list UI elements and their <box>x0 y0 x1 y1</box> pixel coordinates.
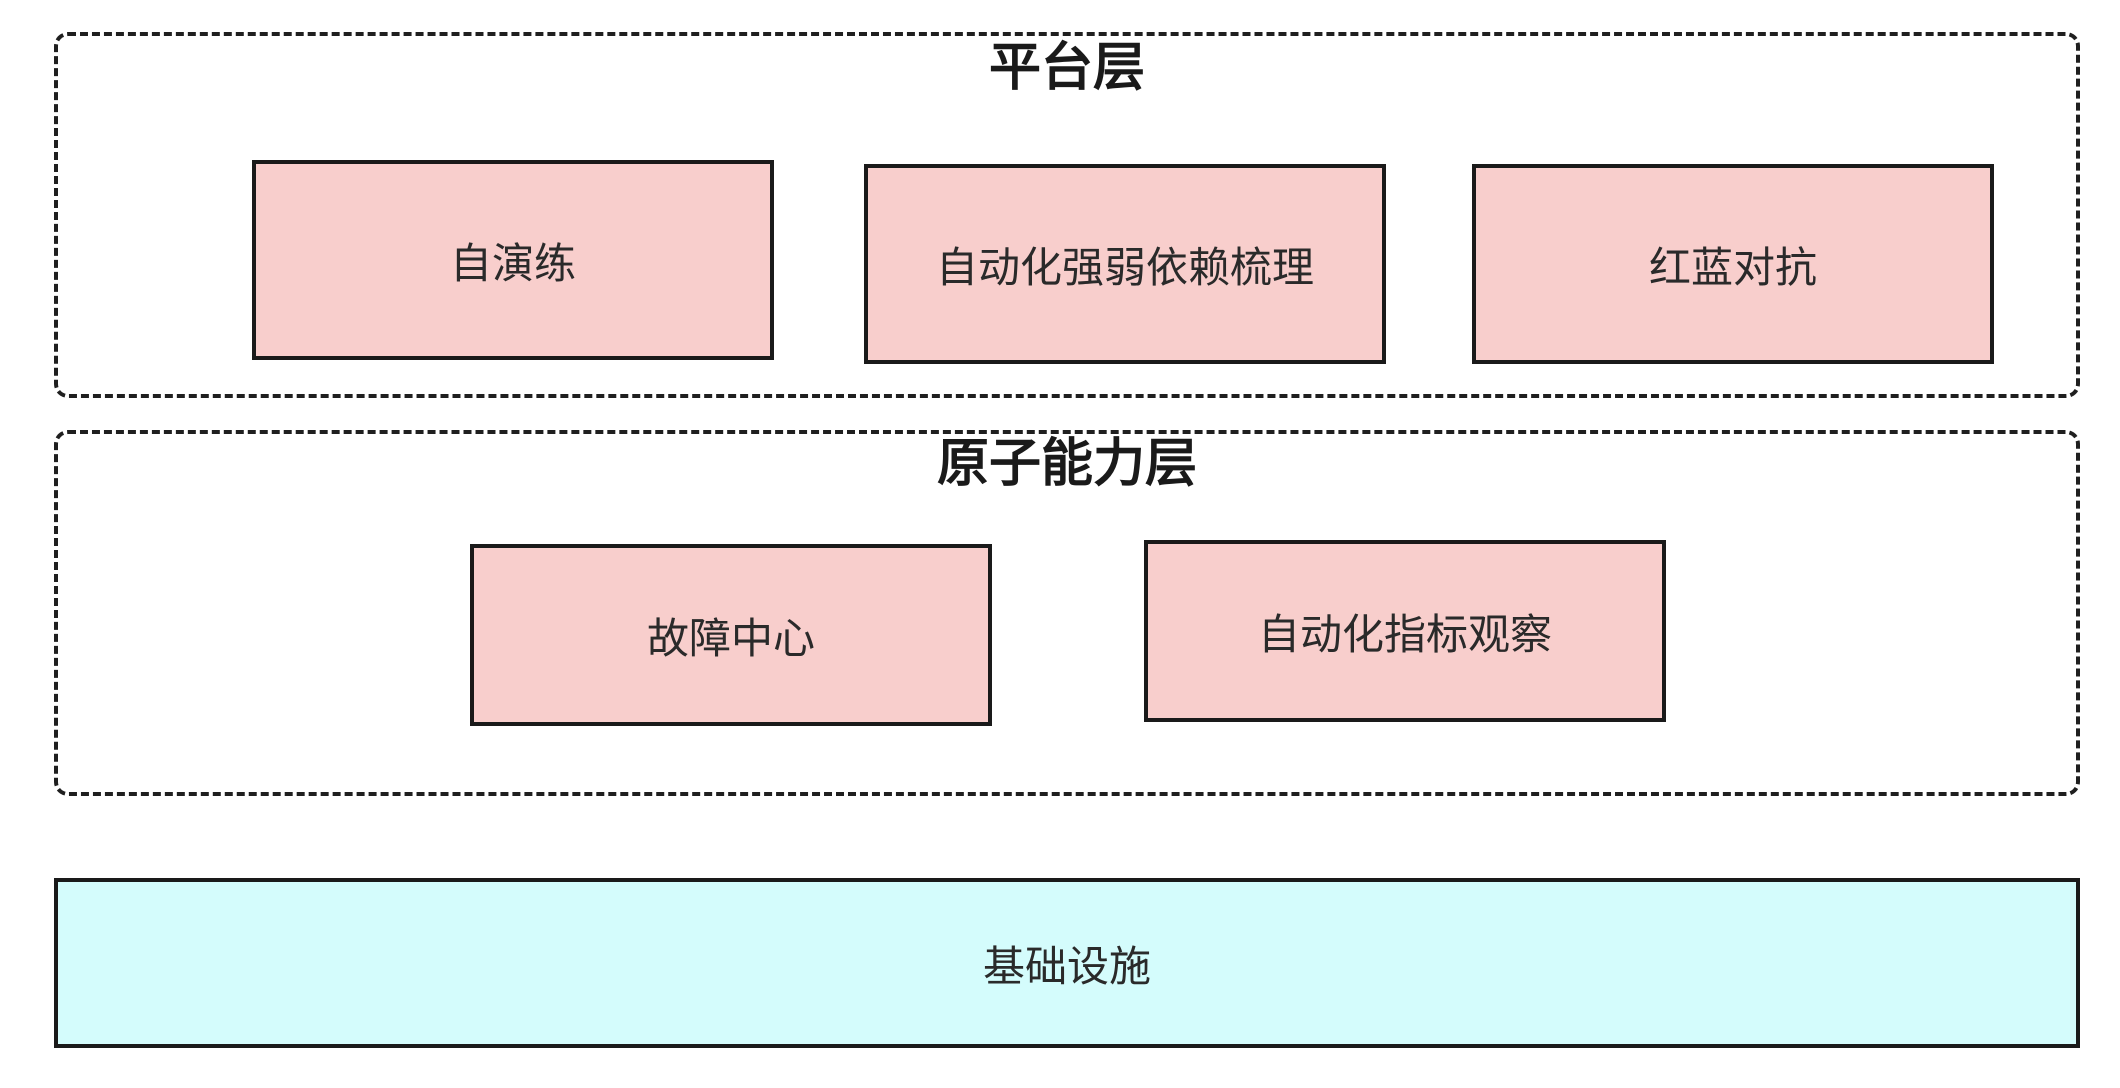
red-blue-confrontation-label: 红蓝对抗 <box>1648 242 1817 292</box>
infrastructure-label: 基础设施 <box>982 941 1151 991</box>
atomic-layer-title: 原子能力层 <box>936 434 1197 494</box>
platform-layer-group: 平台层 <box>54 32 2080 398</box>
red-blue-confrontation-box[interactable]: 红蓝对抗 <box>1472 164 1994 364</box>
infrastructure-box[interactable]: 基础设施 <box>54 878 2080 1048</box>
dependency-analysis-label: 自动化强弱依赖梳理 <box>935 242 1314 292</box>
self-drill-label: 自演练 <box>449 238 576 288</box>
self-drill-box[interactable]: 自演练 <box>252 160 774 360</box>
metric-observation-label: 自动化指标观察 <box>1257 609 1552 659</box>
fault-center-label: 故障中心 <box>646 613 815 663</box>
dependency-analysis-box[interactable]: 自动化强弱依赖梳理 <box>864 164 1386 364</box>
atomic-layer-group: 原子能力层 <box>54 430 2080 796</box>
metric-observation-box[interactable]: 自动化指标观察 <box>1144 540 1666 722</box>
fault-center-box[interactable]: 故障中心 <box>470 544 992 726</box>
platform-layer-title: 平台层 <box>988 38 1145 98</box>
